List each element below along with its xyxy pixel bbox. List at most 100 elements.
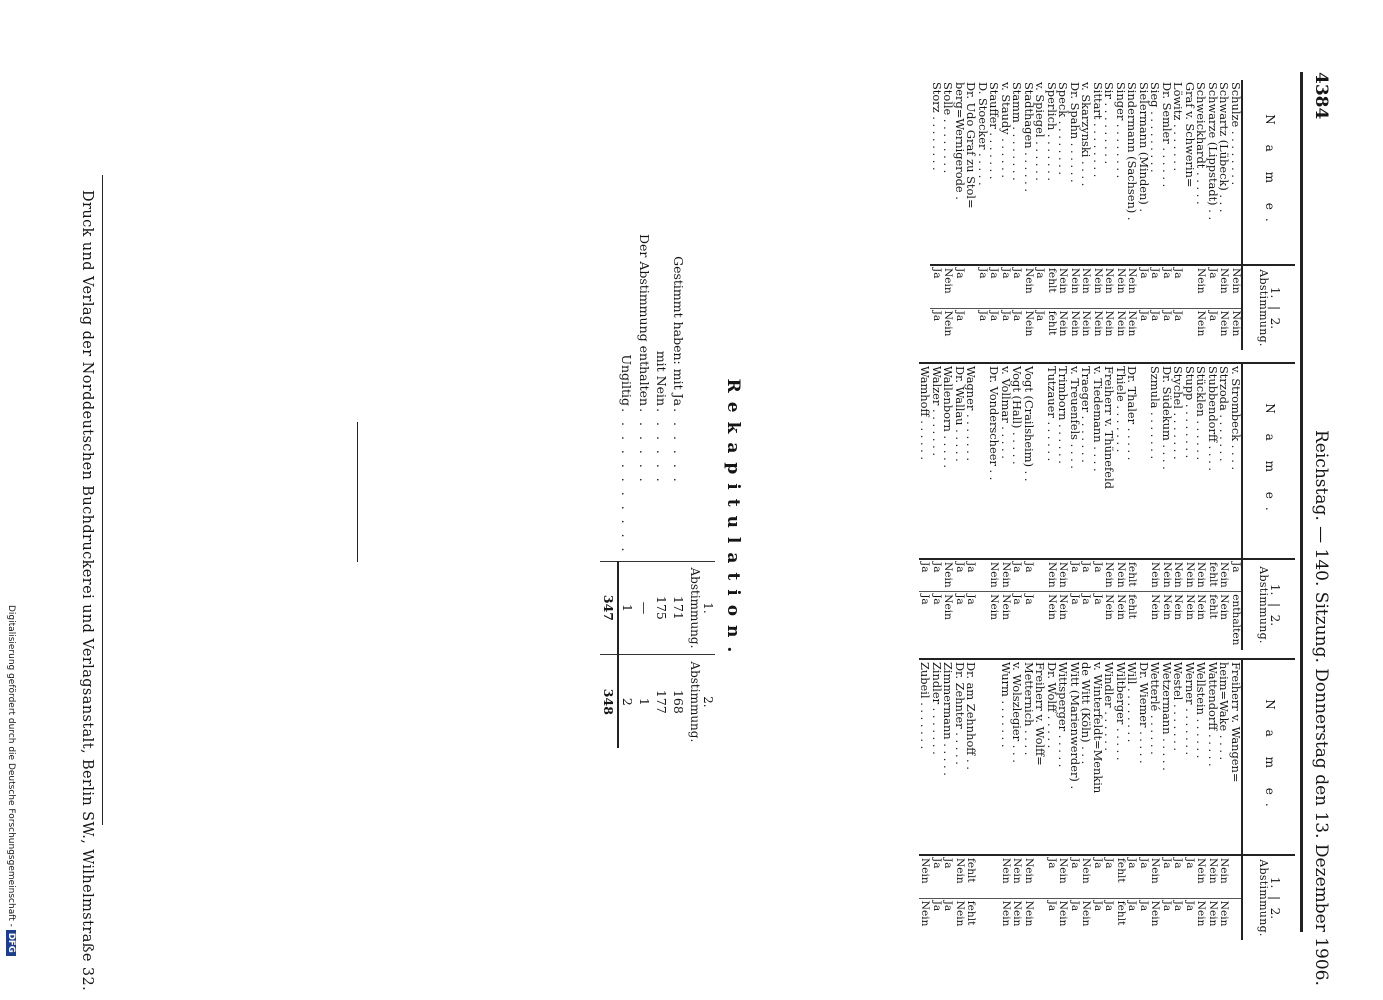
recap-vote-2: 1 [636,654,653,749]
recap-col1-header: 1.Abstimmung. [687,561,715,655]
vote-1: Nein [953,855,966,899]
vote-2: Ja [1068,591,1081,650]
vote-2: Nein [1045,591,1058,650]
vote-2: Ja [1126,898,1139,940]
vote-2: Nein [1022,308,1035,350]
vote-1 [965,265,977,309]
vote-2 [1183,308,1195,350]
vote-2: Ja [1034,308,1047,350]
vote-1: Nein [942,559,955,592]
vote-1: Ja [1068,559,1081,592]
vote-2: Nein [1080,308,1093,350]
recap-label: Ungiltig [619,354,635,407]
abstimmung-label: Abstimmung. [1257,859,1270,937]
vote-2: Ja [930,308,943,350]
vote-1: Nein [919,855,932,899]
vote-header: 1. | 2. Abstimmung. [1242,559,1295,650]
recap-table: 1.Abstimmung. 2.Abstimmung. Gestimmt hab… [600,228,715,749]
recap-total-1: 347 [600,561,618,655]
vote-2: Ja [988,308,1001,350]
vote-1: Nein [1114,265,1127,309]
vote-1: Ja [1011,559,1024,592]
vote-1: Nein [1149,559,1162,592]
vote-2: fehlt [1114,898,1127,940]
vote-1 [976,559,988,592]
vote-1 [976,855,988,899]
vote-1: Ja [1011,265,1024,309]
recap-total-blank [600,228,618,561]
recap-label: Gestimmt haben: mit Ja [671,256,686,407]
vote-2 [976,591,988,650]
vote-2: Nein [1114,591,1127,650]
vote-1: Ja [1137,265,1150,309]
vote-2: Nein [988,591,1001,650]
header-rule [1300,72,1303,932]
member-name: Zubeil . . . . . . . [919,659,933,855]
vote-2: Nein [1218,591,1231,650]
vote-1: Nein [1195,559,1208,592]
vote-1: Nein [1057,855,1070,899]
digitization-text: Digitalisierung gefördert durch die Deut… [6,605,16,927]
vote-2: Ja [930,898,943,940]
vote-2: Nein [1080,898,1093,940]
vote-1 [1183,265,1195,309]
vote-1 [1137,559,1149,592]
vote-1: Ja [1080,559,1093,592]
recap-vote-1: 175 [653,561,670,655]
vote-row: Freiherr v. Wangen= [1229,659,1243,940]
vote-1: Ja [988,265,1001,309]
vote-2: Nein [1160,591,1173,650]
vote-row [976,659,988,940]
page-number: 4384 [1311,72,1331,120]
digitization-note: Digitalisierung gefördert durch die Deut… [6,605,16,956]
vote-2: Ja [1160,898,1173,940]
recap-leader: . . . . . . [671,408,686,485]
vote-2: Ja [1137,308,1150,350]
vote-row [1137,363,1149,650]
member-name: Stubbendorff . . . . [1206,363,1220,559]
vote-2: Nein [1149,591,1162,650]
vote-1: Nein [1218,559,1231,592]
vote-2: Ja [930,591,943,650]
member-name: Szmula . . . . . . . [1149,363,1163,559]
vote-1: Nein [1126,265,1139,309]
member-name: Metternich . . . . [1022,659,1036,855]
vote-1: Nein [1091,265,1104,309]
vote-2: Nein [1103,308,1116,350]
vote-2 [1034,898,1046,940]
vote-2: Ja [1172,308,1185,350]
member-name [1137,363,1149,559]
vote-2: enthalten [1229,591,1242,650]
vote-1: Nein [1218,265,1231,309]
name-header: N a m e. [1242,659,1295,855]
member-name: Thiele . . . . . . . [1114,363,1128,559]
member-name: v. Vollmar . . . . . [999,363,1013,559]
separator-rule [357,422,358,562]
vote-row: Graf v. Schwerin= [1183,80,1197,350]
vote-2: fehlt [965,898,978,940]
name-header: N a m e. [1242,80,1295,265]
vote-2: Ja [1045,898,1058,940]
vote-1: Nein [1114,559,1127,592]
member-name: Sielermann (Minden) . [1137,82,1151,213]
vote-1: fehlt [965,855,978,899]
vote-2 [976,898,988,940]
vote-2: Nein [999,898,1012,940]
member-name: Storz . . . . . . . . [930,82,944,171]
member-name: v. Treuenfels . . . . [1068,363,1082,559]
member-name: Dr. Semler . . . . . . [1160,82,1174,188]
